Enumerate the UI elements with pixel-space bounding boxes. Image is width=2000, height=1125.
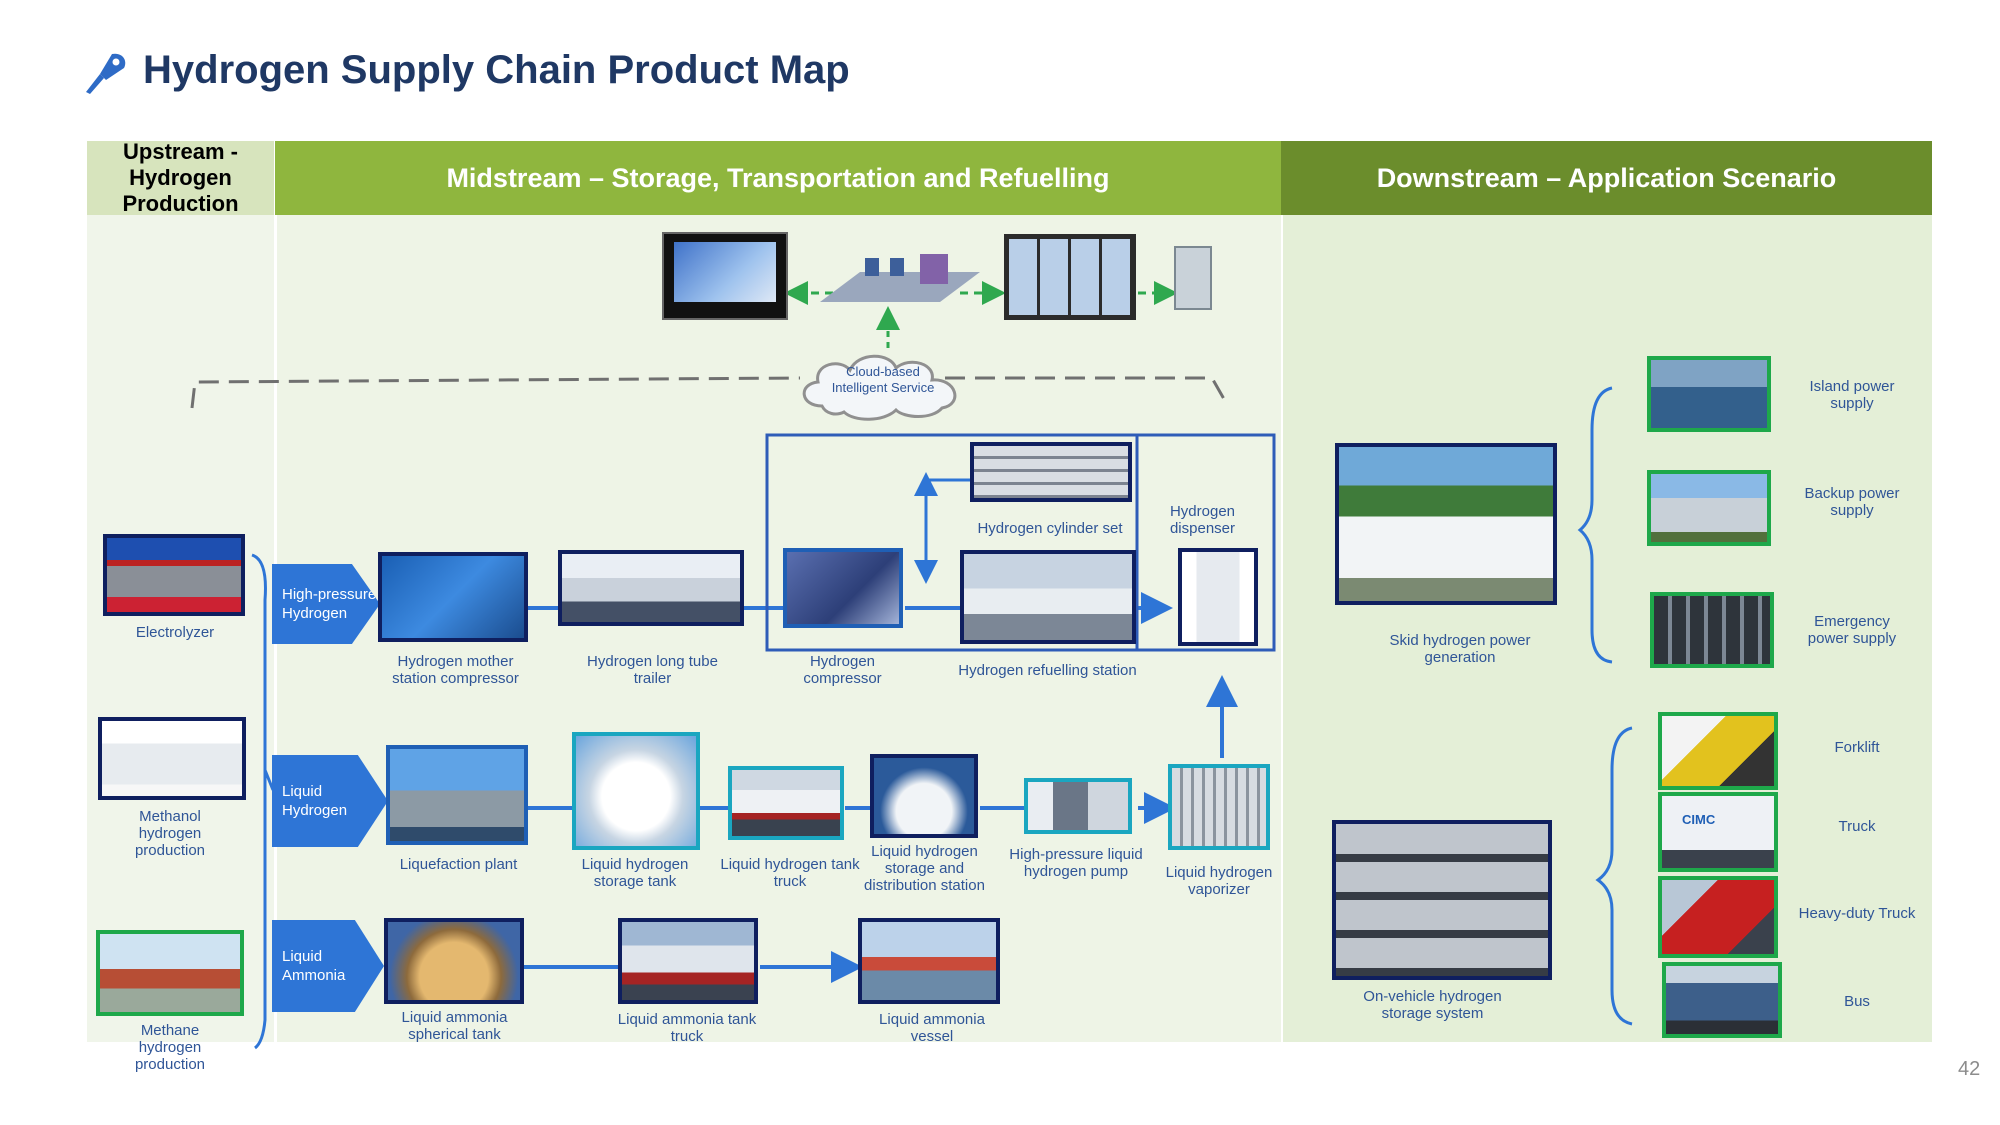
refuelling-station-image [960, 550, 1136, 644]
page-title: Hydrogen Supply Chain Product Map [143, 48, 850, 92]
midstream-header: Midstream – Storage, Transportation and … [275, 141, 1281, 215]
lh2-tank-truck-image [728, 766, 844, 840]
long-tube-image [558, 550, 744, 626]
compressor-label: Hydrogen compressor [803, 653, 882, 687]
cylinder-set-label: Hydrogen cylinder set [977, 520, 1123, 537]
brace-power [1577, 386, 1613, 664]
truck-label: Truck [1838, 818, 1876, 835]
refuelling-station-label: Hydrogen refuelling station [958, 662, 1137, 679]
lh2-distribution-label: Liquid hydrogen storage and distribution… [864, 843, 985, 894]
cloud-bracket [190, 376, 801, 409]
emergency-power-label: Emergency power supply [1807, 613, 1897, 647]
dispenser-label: Hydrogen dispenser [1169, 503, 1236, 537]
skid-generation-image [1335, 443, 1557, 605]
mother-station-image [378, 552, 528, 642]
cylinder-set-image [970, 442, 1132, 502]
truck-image: CIMC [1658, 792, 1778, 872]
island-power-image [1647, 356, 1771, 432]
brace-vehicles [1595, 726, 1633, 1026]
lh2-pump-image [1024, 778, 1132, 834]
heavy-truck-label: Heavy-duty Truck [1798, 905, 1916, 922]
long-tube-label: Hydrogen long tube trailer [587, 653, 718, 687]
ammonia-vessel-image [858, 918, 1000, 1004]
bus-image [1662, 962, 1782, 1038]
electrolyzer-image [103, 534, 245, 616]
lh2-vaporizer-image [1168, 764, 1270, 850]
ammonia-vessel-label: Liquid ammonia vessel [879, 1011, 985, 1045]
tablet-image [1174, 246, 1212, 310]
mother-station-label: Hydrogen mother station compressor [392, 653, 519, 687]
ammonia-spherical-tank-label: Liquid ammonia spherical tank [401, 1009, 508, 1043]
backup-power-image [1647, 470, 1771, 546]
backup-power-label: Backup power supply [1804, 485, 1900, 519]
compressor-image [783, 548, 903, 628]
title-icon [82, 50, 130, 98]
heavy-truck-image [1658, 876, 1778, 958]
lh2-distribution-image [870, 754, 978, 838]
monitor-screen-image [662, 232, 788, 320]
liquefaction-label: Liquefaction plant [399, 856, 518, 873]
emergency-power-image [1650, 592, 1774, 668]
ammonia-spherical-tank-image [384, 918, 524, 1004]
forklift-label: Forklift [1834, 739, 1880, 756]
dispenser-image [1178, 548, 1258, 646]
downstream-header: Downstream – Application Scenario [1281, 141, 1932, 215]
lh2-vaporizer-label: Liquid hydrogen vaporizer [1165, 864, 1273, 898]
upstream-header: Upstream - Hydrogen Production [87, 139, 274, 216]
methanol-label: Methanol hydrogen production [134, 808, 206, 859]
dashboard-wall-image [1004, 234, 1136, 320]
lh2-pump-label: High-pressure liquid hydrogen pump [1009, 846, 1143, 880]
bus-label: Bus [1844, 993, 1870, 1010]
onvehicle-storage-image [1332, 820, 1552, 980]
lh2-storage-tank-label: Liquid hydrogen storage tank [581, 856, 689, 890]
ammonia-tank-truck-label: Liquid ammonia tank truck [617, 1011, 757, 1045]
upstream-band [87, 215, 274, 1042]
cloud-icon [792, 344, 972, 422]
methane-image [96, 930, 244, 1016]
truck-logo: CIMC [1682, 812, 1716, 827]
skid-generation-label: Skid hydrogen power generation [1389, 632, 1531, 666]
lh2-storage-tank-image [572, 732, 700, 850]
page-number: 42 [1958, 1058, 1981, 1080]
electrolyzer-label: Electrolyzer [135, 624, 215, 641]
cloud-label: Cloud-based Intelligent Service [831, 364, 935, 395]
forklift-image [1658, 712, 1778, 790]
island-power-label: Island power supply [1809, 378, 1895, 412]
onvehicle-storage-label: On-vehicle hydrogen storage system [1363, 988, 1502, 1022]
lh2-tank-truck-label: Liquid hydrogen tank truck [720, 856, 860, 890]
server-network-image [820, 250, 980, 310]
ammonia-tank-truck-image [618, 918, 758, 1004]
methanol-image [98, 717, 246, 800]
liquefaction-image [386, 745, 528, 845]
methane-label: Methane hydrogen production [134, 1022, 206, 1073]
